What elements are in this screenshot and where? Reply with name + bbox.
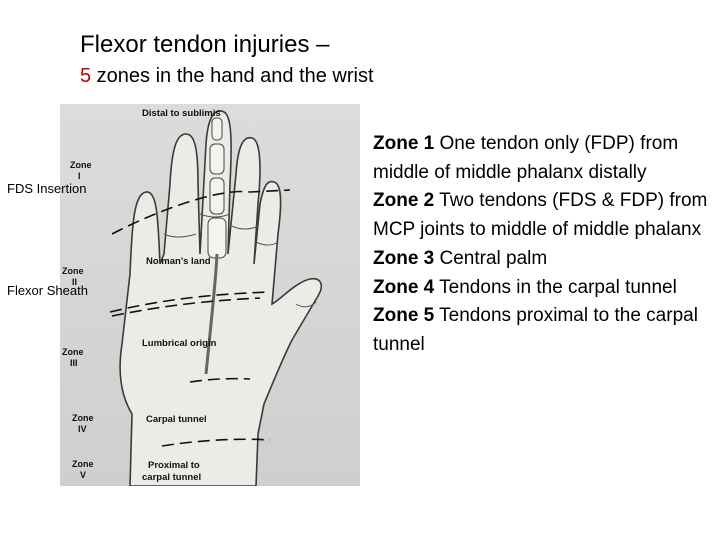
zone1-word: Zone xyxy=(70,160,92,170)
distal-label: Distal to sublimis xyxy=(142,108,221,119)
carpal-label: Carpal tunnel xyxy=(146,414,207,425)
lumbrical-label: Lumbrical origin xyxy=(142,338,217,349)
zone-2-name: Zone 2 xyxy=(373,190,434,211)
proximal-label-1: Proximal to xyxy=(148,460,200,471)
zone5-word: Zone xyxy=(72,459,94,469)
proximal-label-2: carpal tunnel xyxy=(142,472,201,483)
zone-2-item: Zone 2 Two tendons (FDS & FDP) from MCP … xyxy=(373,187,708,244)
subtitle-number: 5 xyxy=(80,65,91,87)
flexor-sheath-label: Flexor Sheath xyxy=(7,283,88,298)
zone-3-name: Zone 3 xyxy=(373,248,434,269)
slide-subtitle: 5 zones in the hand and the wrist xyxy=(80,63,374,89)
fds-insertion-label: FDS Insertion xyxy=(7,181,86,196)
zone3-num: III xyxy=(70,358,78,368)
zone-4-item: Zone 4 Tendons in the carpal tunnel xyxy=(373,274,708,303)
zone4-num: IV xyxy=(78,424,87,434)
zone-3-text: Central palm xyxy=(434,248,547,269)
zone4-word: Zone xyxy=(72,413,94,423)
slide-title: Flexor tendon injuries – xyxy=(80,30,329,60)
zone-descriptions: Zone 1 One tendon only (FDP) from middle… xyxy=(373,130,708,360)
hand-zones-figure: Distal to sublimis Zone I Zone II Zone I… xyxy=(60,104,360,486)
zone-3-item: Zone 3 Central palm xyxy=(373,245,708,274)
no-mans-land-label: No man's land xyxy=(146,256,211,267)
subtitle-text: zones in the hand and the wrist xyxy=(91,65,373,87)
hand-drawing: Distal to sublimis Zone I Zone II Zone I… xyxy=(60,104,360,486)
zone5-num: V xyxy=(80,470,86,480)
zone-5-name: Zone 5 xyxy=(373,305,434,326)
zone2-word: Zone xyxy=(62,266,84,276)
zone-4-name: Zone 4 xyxy=(373,277,434,298)
zone-5-item: Zone 5 Tendons proximal to the carpal tu… xyxy=(373,302,708,359)
zone3-word: Zone xyxy=(62,347,84,357)
zone1-num: I xyxy=(78,171,81,181)
zone-1-item: Zone 1 One tendon only (FDP) from middle… xyxy=(373,130,708,187)
zone-4-text: Tendons in the carpal tunnel xyxy=(434,277,677,298)
zone-1-name: Zone 1 xyxy=(373,133,434,154)
